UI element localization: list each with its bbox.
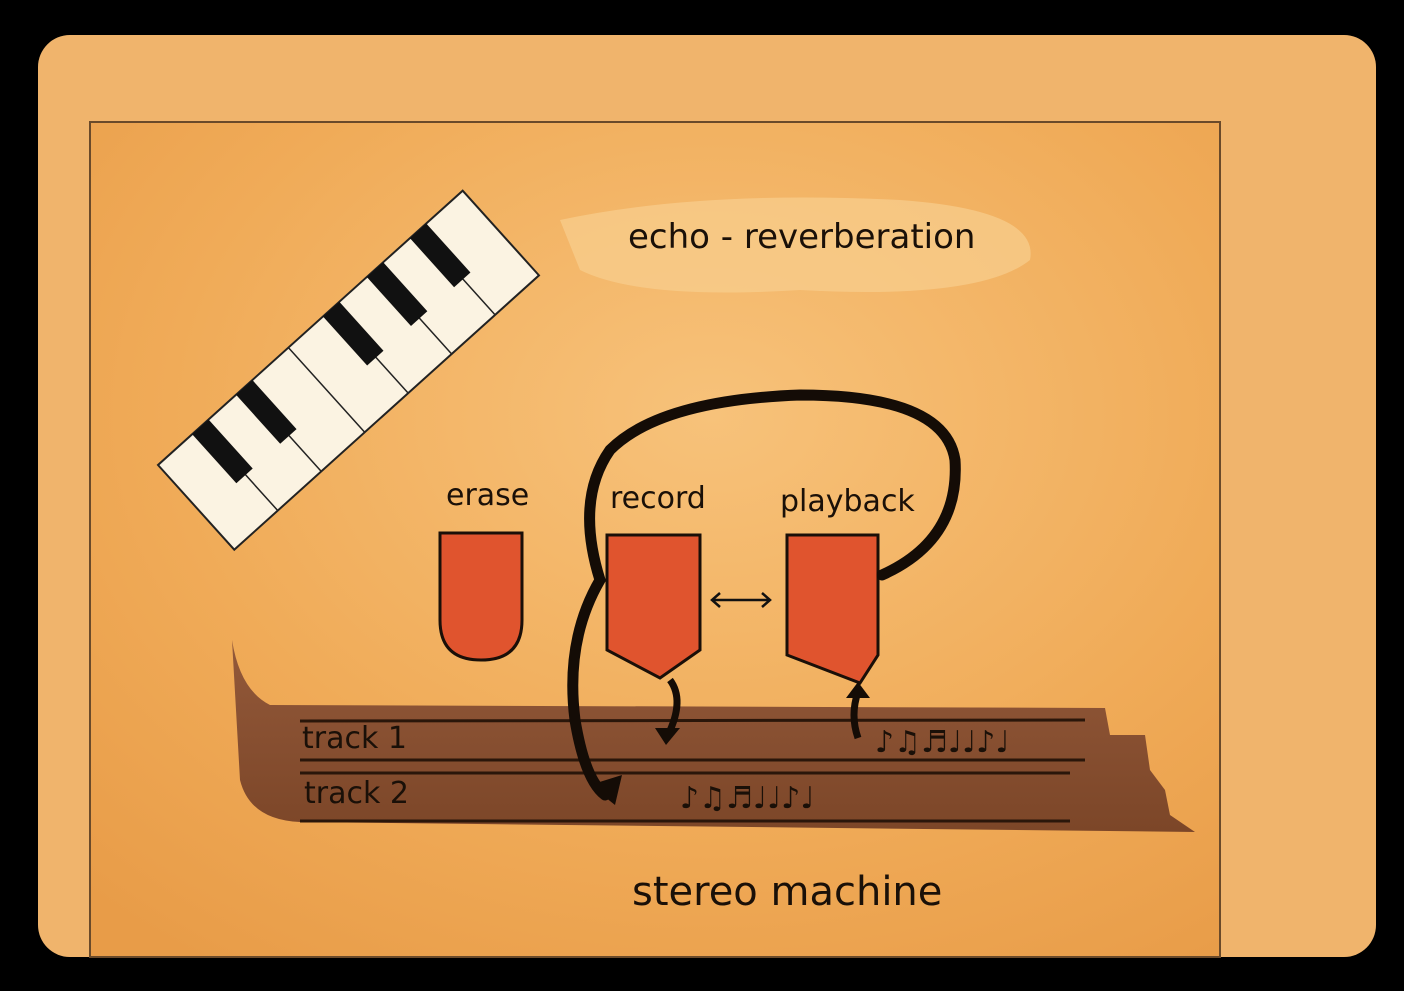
feedback-loop-arrow [567,389,961,801]
track-1-notes: ♪♫♬♩♩♪♩ [875,725,1010,760]
diagram-title: echo - reverberation [628,217,975,257]
light-wash [560,197,1031,293]
track-1-label: track 1 [302,721,407,756]
erase-head [438,531,524,662]
playback-arrowhead [846,682,870,698]
piano-keyboard [156,189,541,552]
track-lines [299,718,1086,823]
track-2-notes: ♪♫♬♩♩♪♩ [680,781,815,816]
record-head [605,533,702,680]
track-2-label: track 2 [304,776,409,811]
tape [232,640,1195,832]
black-keys [192,223,471,484]
record-label: record [610,481,706,516]
playback-arrow [850,690,862,740]
loop-arrowhead [590,775,622,805]
playback-label: playback [780,484,915,519]
record-arrowhead [655,728,680,745]
double-arrow [710,592,772,608]
diagram-caption: stereo machine [632,869,942,915]
erase-label: erase [446,478,529,513]
playback-head [785,533,880,685]
